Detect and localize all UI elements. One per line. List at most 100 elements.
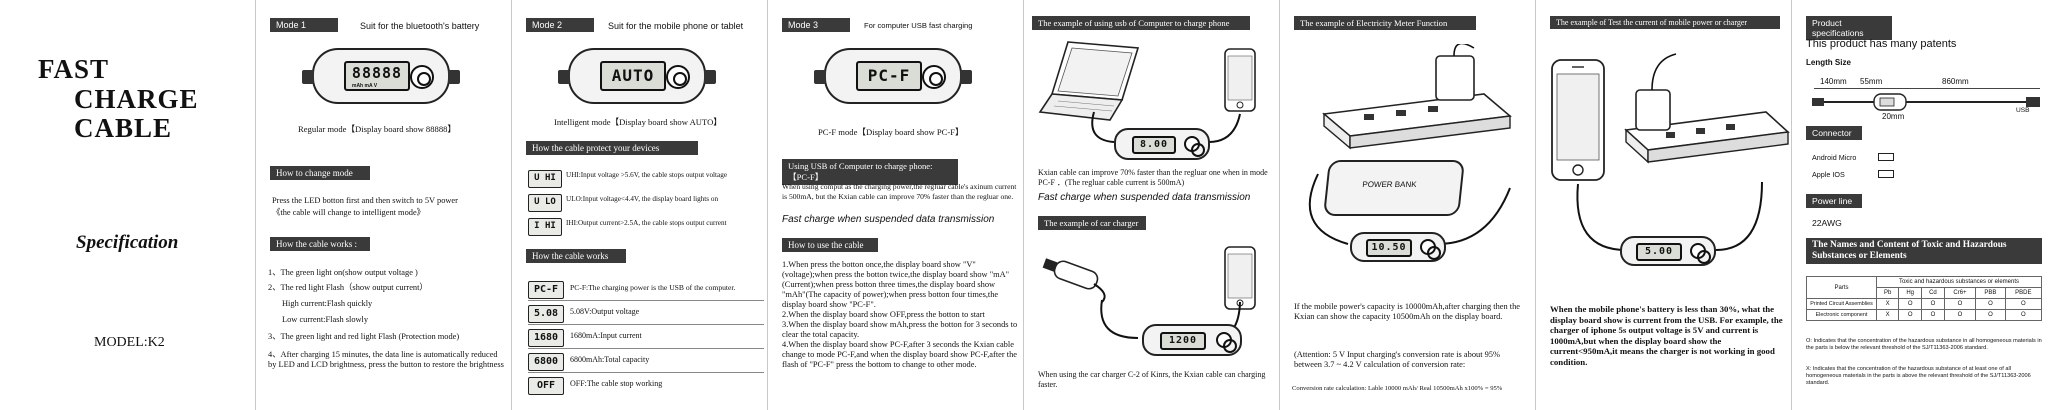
meter-header: The example of Electricity Meter Functio… (1294, 16, 1476, 30)
spec-toxic-header-1: The Names and Content of Toxic and Hazar… (1812, 240, 2007, 250)
test-text: When the mobile phone's battery is less … (1550, 304, 1783, 367)
computer-device: 8.00 (1114, 128, 1210, 160)
test-lcd: 5.00 (1636, 243, 1682, 261)
table-cell: O (1898, 298, 1923, 310)
cover-title-charge: CHARGE (74, 84, 199, 114)
mode1-panel: Mode 1 Suit for the bluetooth's battery … (256, 0, 512, 410)
cover-model: MODEL:K2 (94, 335, 165, 350)
table-cell: O (2004, 298, 2043, 310)
mode3-usb-text: When using comput as the charging power,… (782, 182, 1017, 201)
computer-italic: Fast charge when suspended data transmis… (1038, 192, 1251, 203)
protect-row-uhi: U HI UHI:Input voltage >5.6V, the cable … (528, 167, 767, 188)
table-col-header: PBB (1975, 287, 2006, 299)
spec-length-label: Length Size (1806, 58, 1851, 67)
works-row-pcf: PC-F PC-F:The charging power is the USB … (528, 279, 767, 299)
device-plug-right (448, 70, 460, 84)
table-cell: O (2004, 309, 2043, 321)
mode1-works-item-5: 3、The green light and red light Flash (P… (268, 332, 460, 341)
divider (528, 348, 764, 349)
mode3-device: PC-F (814, 48, 972, 104)
spec-len-55: 55mm (1860, 77, 1883, 86)
protect-text-ihi: IHI:Output current>2.5A, the cable stops… (566, 219, 727, 227)
lcd-code-voltage: 5.08 (528, 305, 564, 323)
table-cell: O (1921, 298, 1945, 310)
works-text-off: OFF:The cable stop working (570, 379, 663, 388)
spec-awg: 22AWG (1812, 218, 1842, 228)
mode1-change-text2: 《the cable will change to intelligent mo… (272, 208, 426, 217)
spec-len-140: 140mm (1820, 77, 1847, 86)
spec-len-20: 20mm (1882, 112, 1905, 121)
button-icon (922, 65, 946, 89)
cable-wire (1308, 173, 1511, 245)
mode3-howto-header: How to use the cable (782, 238, 878, 252)
computer-text: Kxian cable can improve 70% faster than … (1038, 168, 1268, 187)
table-cell: O (1943, 309, 1977, 321)
power-strip-icon (1624, 53, 1790, 164)
works-text-voltage: 5.08V:Output voltage (570, 307, 640, 316)
cable-wire (1576, 181, 1763, 251)
table-col-header: PBDE (2004, 287, 2043, 299)
test-device: 5.00 (1620, 236, 1716, 266)
cover-panel: FAST CHARGE CABLE Specification MODEL:K2 (0, 0, 256, 410)
mode2-device: AUTO (558, 48, 716, 104)
car-lcd: 1200 (1160, 332, 1206, 350)
mode3-howto-1: 1.When press the botton once,the display… (782, 260, 1010, 309)
mode1-label: Mode 1 (270, 18, 338, 32)
mode1-caption: Regular mode【Display board show 88888】 (298, 124, 457, 134)
works-row-current: 1680 1680mA:Input current (528, 327, 767, 347)
spec-patents: This product has many patents (1806, 38, 1957, 50)
meter-device: 10.50 (1350, 232, 1446, 262)
table-row-name: Electronic component (1806, 309, 1877, 321)
spec-panel: Product specifications This product has … (1792, 0, 2048, 410)
mode2-works-header: How the cable works (526, 249, 626, 263)
computer-header: The example of using usb of Computer to … (1032, 16, 1250, 30)
mode1-works-item-2: 2、The red light Flash（show output curren… (268, 283, 428, 292)
meter-text-1: If the mobile power's capacity is 10000m… (1294, 302, 1521, 321)
works-text-current: 1680mA:Input current (570, 331, 642, 340)
mode1-device: 88888 mAh mA V (302, 48, 460, 104)
table-col-header: Hg (1898, 287, 1923, 299)
spec-usb-label: USB (2016, 107, 2030, 114)
spec-note-o: O: Indicates that the concentration of t… (1806, 338, 2042, 351)
meter-panel: The example of Electricity Meter Functio… (1280, 0, 1536, 410)
divider (528, 372, 764, 373)
table-cell: X (1875, 309, 1900, 321)
protect-row-ihi: I HI IHI:Output current>2.5A, the cable … (528, 215, 767, 236)
mode2-protect-header: How the cable protect your devices (526, 141, 698, 155)
spec-product-header: Product specifications (1806, 16, 1892, 40)
mode1-lcd-units: mAh mA V (352, 83, 378, 89)
mode1-change-text1: Press the LED botton first and then swit… (272, 196, 458, 205)
mode1-works-item-6: 4、After charging 15 minutes, the data li… (268, 350, 504, 370)
test-header: The example of Test the current of mobil… (1550, 16, 1780, 29)
button-icon (410, 65, 434, 89)
mode1-lcd: 88888 (344, 61, 410, 91)
spec-note-x: X: Indicates that the concentration of t… (1806, 366, 2031, 386)
device-plug-right (704, 70, 716, 84)
table-row-name: Printed Circuit Assemblies (1806, 298, 1877, 310)
car-header: The example of car charger (1038, 216, 1146, 230)
button-icon (666, 65, 690, 89)
test-panel: The example of Test the current of mobil… (1536, 0, 1792, 410)
divider (528, 300, 764, 301)
spec-connector-apple: Apple IOS (1812, 170, 1845, 179)
table-cell: O (1943, 298, 1977, 310)
works-text-capacity: 6800mAh:Total capacity (570, 355, 650, 364)
substance-table: Parts Toxic and hazardous substances or … (1806, 276, 2043, 321)
lcd-code-ihi: I HI (528, 218, 562, 236)
cover-title-cable: CABLE (74, 113, 173, 143)
car-text: When using the car charger C-2 of Kinrs,… (1038, 370, 1266, 389)
button-icon (1184, 136, 1205, 157)
computer-lcd: 8.00 (1132, 136, 1176, 154)
button-icon (1216, 332, 1237, 353)
spec-toxic-header-2: Substances or Elements (1812, 251, 1907, 261)
lcd-code-capacity: 6800 (528, 353, 564, 371)
phone-icon (1551, 59, 1605, 181)
spec-toxic-header: The Names and Content of Toxic and Hazar… (1806, 238, 2042, 264)
mode2-lcd: AUTO (600, 61, 666, 91)
divider (528, 324, 764, 325)
mode3-panel: Mode 3 For computer USB fast charging PC… (768, 0, 1024, 410)
car-charger-icon (1042, 258, 1106, 303)
table-cell: X (1875, 298, 1900, 310)
table-group-header: Toxic and hazardous substances or elemen… (1876, 276, 2042, 288)
table-row: Printed Circuit Assemblies X O O O O O (1806, 298, 2043, 310)
